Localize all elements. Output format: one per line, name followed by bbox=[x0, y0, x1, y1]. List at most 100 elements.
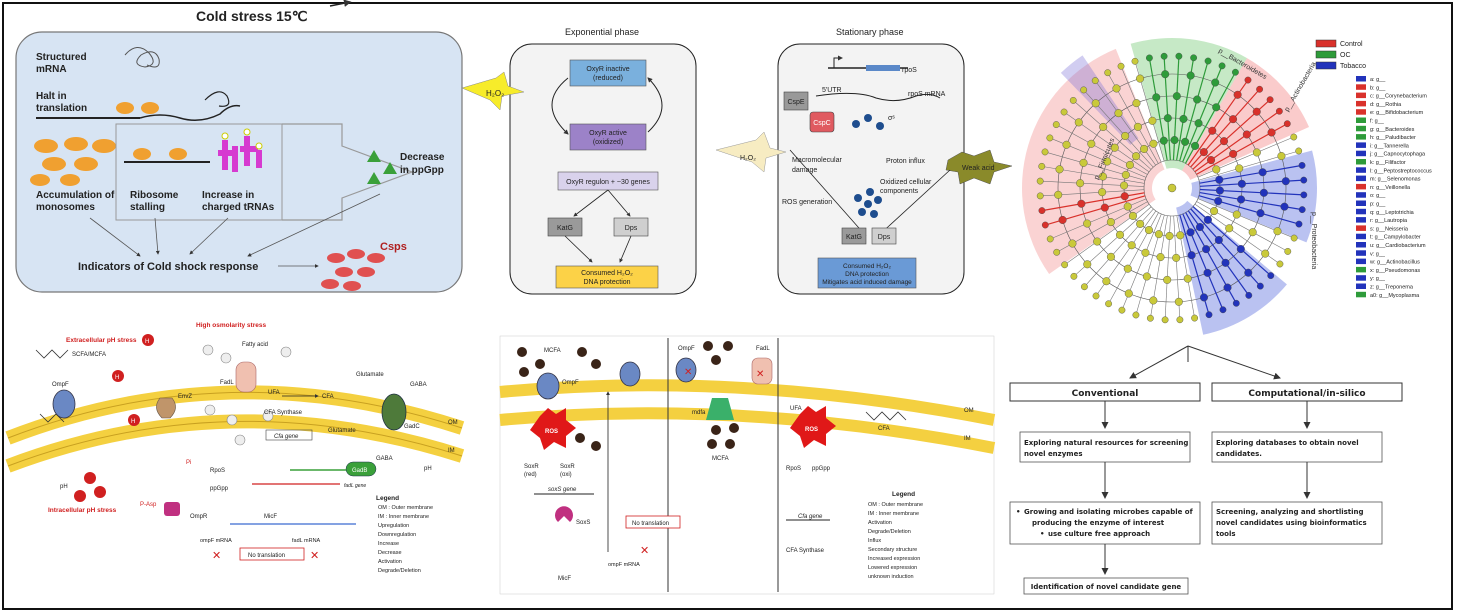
legend-item-control: Control bbox=[1315, 39, 1363, 48]
taxon-item: n: g__Veillonella bbox=[1356, 183, 1411, 191]
taxon-item: a: g__ bbox=[1356, 76, 1386, 83]
cold-title: Cold stress 15℃ bbox=[196, 8, 308, 24]
svg-text:OmpR: OmpR bbox=[190, 514, 208, 520]
legend-item-oc: OC bbox=[1315, 50, 1351, 59]
svg-text:✕: ✕ bbox=[212, 550, 221, 562]
svg-text:H: H bbox=[131, 419, 135, 425]
rpos-mrna: rpoS mRNA bbox=[908, 91, 946, 98]
svg-text:q: g__Leptotrichia: q: g__Leptotrichia bbox=[1370, 210, 1415, 216]
fadl-icon bbox=[235, 361, 257, 393]
cold-box bbox=[15, 31, 463, 293]
svg-text:FadL: FadL bbox=[220, 380, 234, 386]
svg-text:H₂O₂: H₂O₂ bbox=[740, 155, 756, 162]
taxon-item: h: g__Paludibacter bbox=[1356, 134, 1416, 141]
svg-text:pH: pH bbox=[424, 466, 432, 472]
svg-text:CFA: CFA bbox=[322, 394, 334, 400]
svg-text:H₂O₂: H₂O₂ bbox=[486, 89, 504, 98]
svg-text:x: g__Pseudomonas: x: g__Pseudomonas bbox=[1370, 268, 1420, 274]
csps-icons bbox=[321, 249, 385, 291]
svg-text:Glutamate: Glutamate bbox=[328, 428, 356, 434]
svg-text:OC: OC bbox=[1340, 52, 1351, 59]
taxon-item: r: g__Lautropia bbox=[1356, 217, 1408, 224]
svg-text:w: g__Actinobacillus: w: g__Actinobacillus bbox=[1369, 260, 1420, 266]
mcfa-legend-item: Degrade/Deletion bbox=[868, 529, 911, 535]
sector-label-proteobacteria: p__Proteobacteria bbox=[1310, 212, 1317, 269]
taxon-item: e: g__Bifidobacterium bbox=[1356, 109, 1424, 116]
h2o2-burst-icon bbox=[461, 71, 525, 111]
svg-text:EnvZ: EnvZ bbox=[178, 394, 192, 400]
taxon-item: j: g__Capnocytophaga bbox=[1356, 150, 1426, 158]
svg-text:f: g__: f: g__ bbox=[1370, 119, 1385, 125]
high-osmolarity-label: High osmolarity stress bbox=[196, 322, 266, 329]
ppgpp-triangles bbox=[367, 150, 397, 184]
svg-text:σˢ: σˢ bbox=[888, 115, 895, 122]
oxyr-regulon: OxyR regulon + ~30 genes bbox=[566, 179, 650, 186]
svg-text:OmpF: OmpF bbox=[678, 346, 695, 352]
mcfa-legend-item: Activation bbox=[868, 520, 892, 526]
svg-text:ppGpp: ppGpp bbox=[812, 466, 831, 472]
svg-text:Legend: Legend bbox=[376, 495, 399, 502]
svg-text:Cfa gene: Cfa gene bbox=[798, 514, 823, 520]
svg-text:5'UTR: 5'UTR bbox=[822, 87, 842, 94]
svg-text:No translation: No translation bbox=[632, 521, 669, 527]
cspe-box: CspE bbox=[787, 99, 804, 106]
intracellular-label: Intracellular pH stress bbox=[48, 507, 117, 514]
mcfa-ompf-icon bbox=[536, 372, 560, 400]
svg-text:OmpF: OmpF bbox=[52, 382, 69, 388]
svg-text:i: g__Tannerella: i: g__Tannerella bbox=[1370, 143, 1410, 149]
svg-text:Legend: Legend bbox=[892, 491, 915, 498]
svg-text:GadB: GadB bbox=[352, 468, 367, 474]
extracellular-label: Extracellular pH stress bbox=[66, 337, 137, 344]
svg-text:t: g__Campylobacter: t: g__Campylobacter bbox=[1370, 235, 1421, 241]
svg-text:ppGpp: ppGpp bbox=[210, 486, 229, 492]
svg-text:Conventional: Conventional bbox=[1072, 389, 1139, 399]
svg-text:IM: IM bbox=[964, 436, 971, 442]
svg-text:g: g__Bacteroides: g: g__Bacteroides bbox=[1370, 127, 1415, 133]
acid-legend-item: Downregulation bbox=[378, 532, 416, 538]
cspc-box: CspC bbox=[813, 120, 831, 127]
taxon-item: q: g__Leptotrichia bbox=[1356, 208, 1415, 216]
taxon-item: l: g__Peptostreptococcus bbox=[1356, 167, 1432, 174]
ompf-porin-icon bbox=[52, 389, 76, 419]
svg-text:p: g__: p: g__ bbox=[1370, 202, 1386, 208]
svg-text:n: g__Veillonella: n: g__Veillonella bbox=[1370, 185, 1411, 191]
mcfa-legend-item: Secondary structure bbox=[868, 547, 917, 553]
svg-text:soxS gene: soxS gene bbox=[548, 487, 577, 493]
svg-text:UFA: UFA bbox=[268, 390, 280, 396]
svg-text:UFA: UFA bbox=[790, 406, 802, 412]
proton-influx: Proton influx bbox=[886, 158, 925, 165]
mcfa-outer-membrane bbox=[499, 379, 996, 426]
svg-text:IM: IM bbox=[448, 448, 455, 454]
acid-legend-item: Increase bbox=[378, 541, 399, 547]
svg-text:h: g__Paludibacter: h: g__Paludibacter bbox=[1370, 135, 1416, 141]
svg-text:j: g__Capnocytophaga: j: g__Capnocytophaga bbox=[1369, 152, 1426, 158]
svg-text:ROS: ROS bbox=[545, 429, 558, 435]
svg-text:o: g__: o: g__ bbox=[1370, 193, 1386, 199]
conventional-step-1: Exploring natural resources for screenin… bbox=[1024, 439, 1188, 458]
svg-text:P-Asp: P-Asp bbox=[140, 502, 157, 508]
soxr-red: SoxR(red) bbox=[524, 464, 539, 478]
taxon-item: d: g__Rothia bbox=[1356, 100, 1402, 108]
svg-text:SoxS: SoxS bbox=[576, 520, 590, 526]
svg-text:MCFA: MCFA bbox=[544, 348, 561, 354]
katg-box: KatG bbox=[557, 225, 573, 232]
soxr-oxi: SoxR(oxi) bbox=[560, 464, 575, 478]
no-translation-box bbox=[239, 547, 305, 561]
svg-text:ompF mRNA: ompF mRNA bbox=[200, 538, 232, 544]
svg-text:z: g__Treponema: z: g__Treponema bbox=[1370, 285, 1414, 291]
mcfa-legend-item: IM : Inner membrane bbox=[868, 511, 919, 517]
svg-text:ROS: ROS bbox=[805, 427, 818, 433]
indicators-label: Indicators of Cold shock response bbox=[78, 261, 258, 273]
